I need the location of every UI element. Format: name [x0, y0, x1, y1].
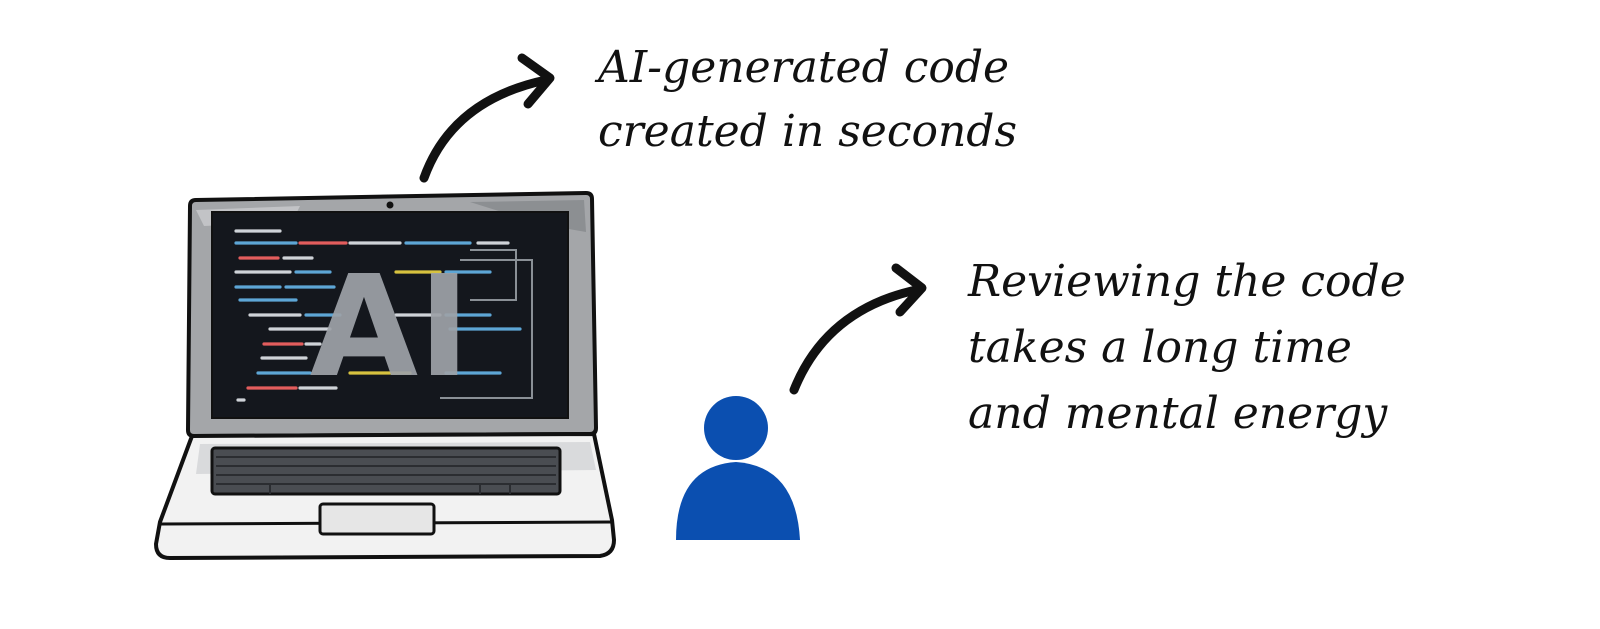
screen-ai-label: AI: [310, 246, 470, 409]
top-caption-line-2: created in seconds: [598, 106, 1017, 157]
curved-arrow-icon: [419, 53, 555, 183]
trackpad: [318, 502, 436, 536]
right-caption-line-3: and mental energy: [968, 388, 1388, 439]
code-brackets: [440, 249, 533, 399]
webcam: [386, 201, 394, 209]
top-caption: AI-generated code created in seconds: [594, 42, 1017, 157]
code-lines: [234, 229, 522, 402]
right-caption: Reviewing the code takes a long time and…: [967, 256, 1406, 439]
curved-arrow-icon: [789, 263, 927, 395]
right-caption-line-1: Reviewing the code: [967, 256, 1406, 307]
right-caption-line-2: takes a long time: [968, 322, 1352, 373]
laptop-illustration: AI: [154, 191, 616, 560]
keyboard: [210, 446, 562, 496]
person-icon: [676, 396, 800, 540]
top-caption-line-1: AI-generated code: [594, 42, 1009, 93]
